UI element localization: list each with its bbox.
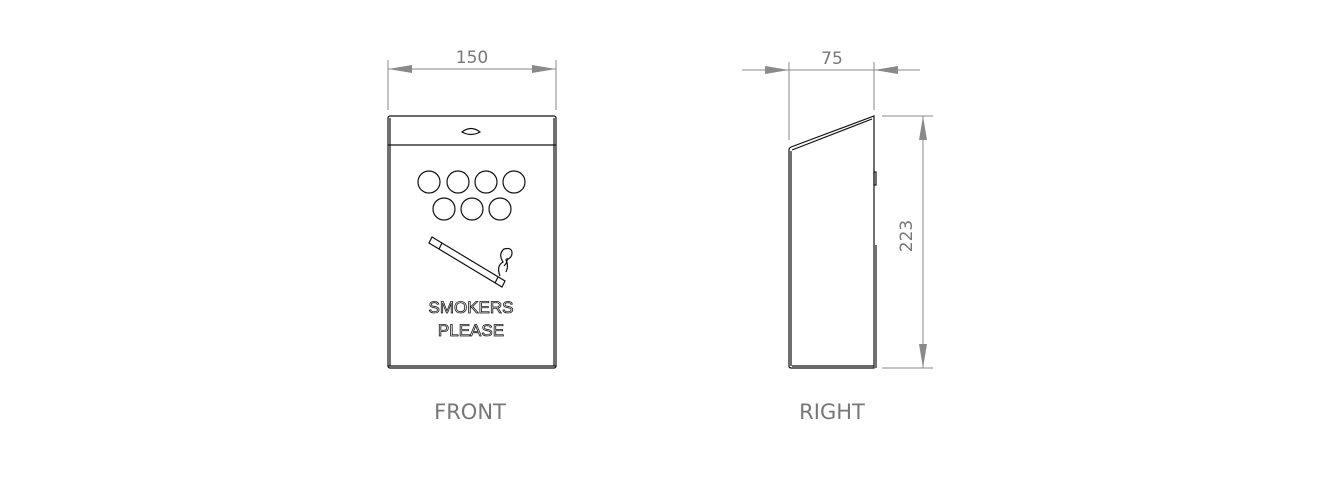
- arrow-right-icon: [765, 66, 789, 74]
- front-width-dimension: 150: [387, 48, 557, 110]
- arrow-down-icon: [919, 344, 927, 368]
- front-width-text: 150: [456, 48, 488, 68]
- front-view-label: FRONT: [434, 400, 506, 424]
- arrow-up-icon: [919, 116, 927, 140]
- arrow-right-icon: [532, 65, 556, 73]
- cigarette-icon: [428, 236, 513, 288]
- arrow-left-icon: [874, 66, 898, 74]
- sign-text-line1: SMOKERS: [428, 298, 513, 317]
- right-height-dimension: 223: [882, 115, 933, 369]
- right-depth-dimension: 75: [742, 49, 920, 140]
- right-height-text: 223: [897, 220, 917, 252]
- front-view: 150 SMOKERS PLEASE FRONT: [387, 48, 557, 424]
- ash-holes: [417, 170, 526, 221]
- right-view-label: RIGHT: [799, 400, 865, 424]
- front-outline: [387, 115, 557, 369]
- right-view: 75 223 RIGHT: [742, 49, 933, 424]
- lock-slot-icon: [460, 127, 482, 136]
- arrow-left-icon: [388, 65, 412, 73]
- sign-text-line2: PLEASE: [438, 321, 504, 340]
- right-outline: [788, 115, 877, 369]
- right-depth-text: 75: [821, 49, 843, 69]
